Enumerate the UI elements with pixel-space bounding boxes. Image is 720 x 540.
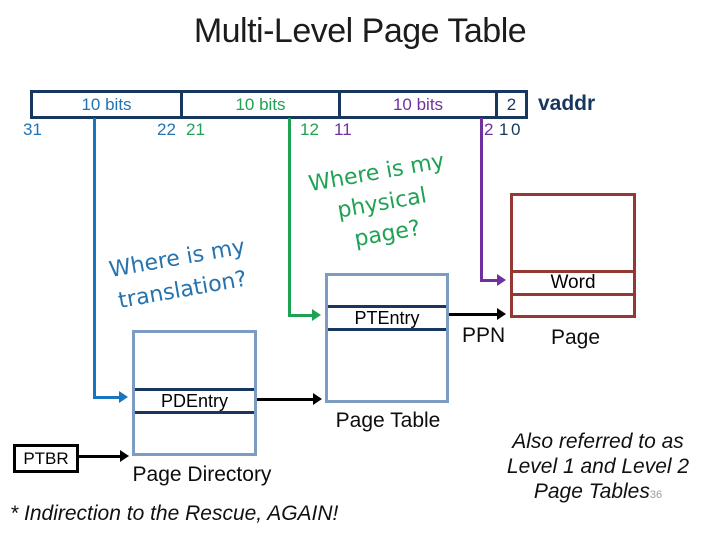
ptentry-arrowhead-icon [497, 308, 506, 320]
bit-label-0: 0 [511, 120, 521, 139]
bit-label-12: 12 [300, 120, 319, 139]
aside-line3-text: Page Tables [533, 480, 650, 503]
vaddr-segment-offset: 10 bits [341, 93, 498, 116]
page-title: Multi-Level Page Table [193, 12, 527, 50]
bit-label-11: 11 [334, 120, 352, 139]
page-table-label: Page Table [335, 409, 441, 432]
bit-label-2: 2 [484, 120, 494, 139]
ptentry-row: PTEntry [328, 305, 446, 331]
green-arrowhead-icon [312, 309, 321, 321]
slide-number: 36 [649, 489, 663, 501]
question-physical-page: Where is my physical page? [296, 144, 468, 263]
footnote: * Indirection to the Rescue, AGAIN! [10, 502, 339, 525]
purple-arrowhead-icon [497, 274, 506, 286]
blue-arrow-elbow [93, 396, 119, 399]
vaddr-segment-byte: 2 [506, 94, 517, 114]
blue-arrow-line [93, 118, 96, 399]
aside-line1: Also referred to as [512, 430, 684, 453]
bit-label-21: 21 [186, 120, 205, 139]
ptentry-arrow-line [449, 313, 497, 316]
pdentry-arrowhead-icon [313, 393, 322, 405]
blue-arrowhead-icon [119, 391, 128, 403]
page-directory-box: PDEntry [132, 330, 257, 456]
vaddr-box: 10 bits 10 bits 10 bits 2 [30, 90, 528, 119]
page-directory-label: Page Directory [132, 463, 272, 486]
vaddr-segment-l2: 10 bits [183, 93, 341, 116]
page-table-box: PTEntry [325, 273, 449, 403]
aside-line3: Page Tables36 [482, 479, 714, 508]
green-arrow-line [288, 118, 291, 317]
physical-page-label: Page [550, 326, 601, 349]
ptbr-arrow-line [79, 455, 120, 458]
purple-arrow-line [480, 118, 483, 282]
pdentry-row: PDEntry [135, 388, 254, 414]
aside-note: Also referred to as Level 1 and Level 2 … [482, 429, 714, 508]
green-arrow-elbow [288, 314, 312, 317]
bit-label-1: 1 [499, 120, 509, 139]
ppn-label: PPN [462, 324, 506, 347]
vaddr-segment-l1: 10 bits [33, 93, 183, 116]
pdentry-arrow-line [257, 398, 313, 401]
word-row: Word [513, 270, 633, 296]
question-translation: Where is my translation? [91, 229, 270, 322]
purple-arrow-elbow [480, 279, 497, 282]
ptbr-box: PTBR [13, 444, 79, 473]
vaddr-label: vaddr [538, 92, 596, 115]
ptbr-arrowhead-icon [120, 450, 129, 462]
bit-label-22: 22 [157, 120, 176, 139]
physical-page-box: Word [510, 193, 636, 318]
aside-line2: Level 1 and Level 2 [506, 455, 690, 478]
bit-label-31: 31 [23, 120, 42, 139]
